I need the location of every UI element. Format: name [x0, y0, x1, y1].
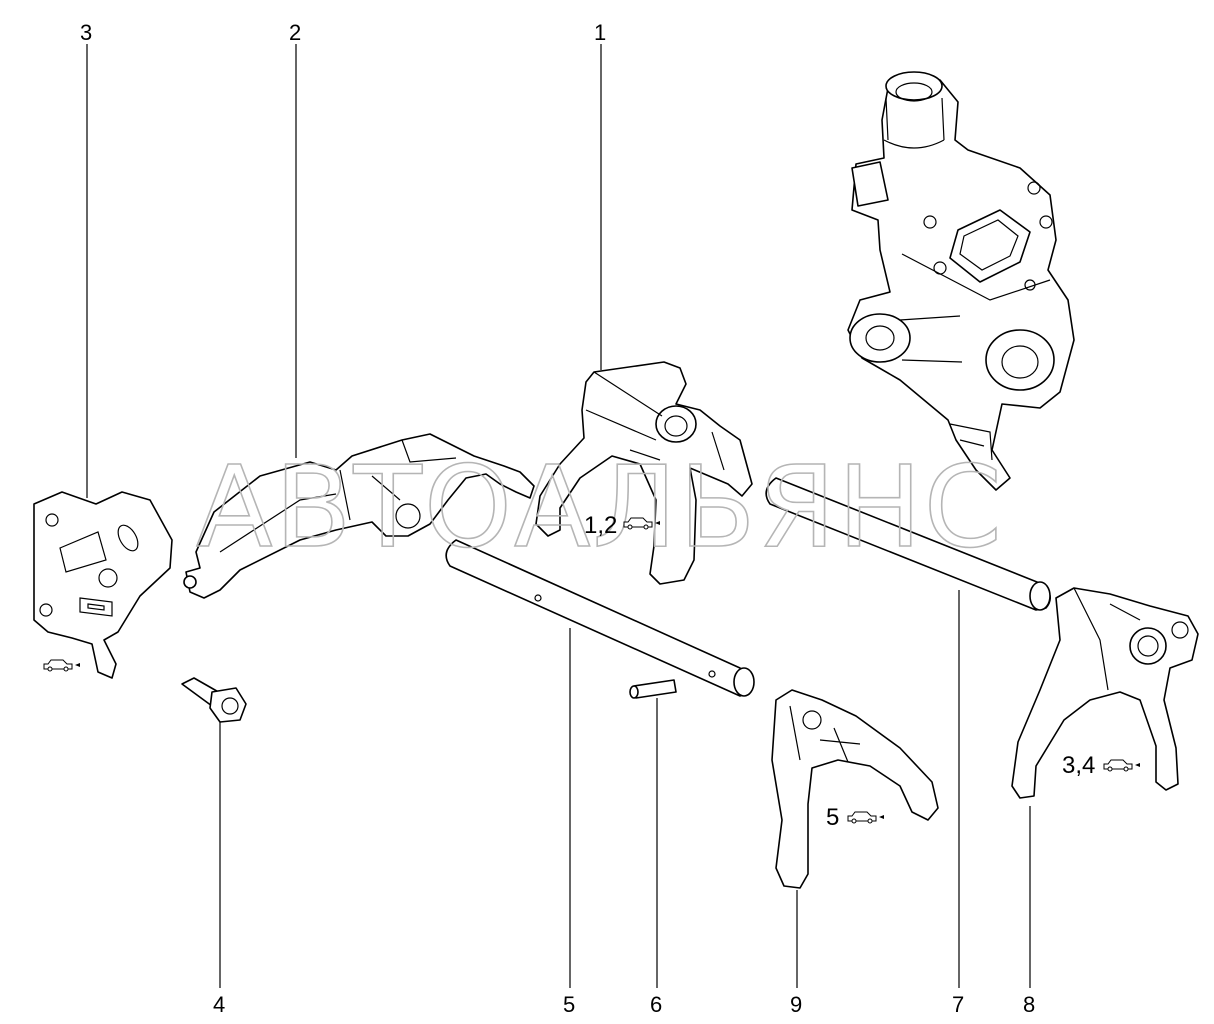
callout-3: 3 [80, 20, 92, 45]
car-front-arrow-icon [1103, 759, 1141, 772]
car-front-arrow-icon [43, 659, 81, 672]
part-3-bracket [33, 491, 173, 679]
part-8-fork-3-4 [1011, 587, 1199, 799]
callout-8: 8 [1023, 992, 1035, 1017]
callout-4: 4 [213, 992, 225, 1017]
part-2-selector-lever [183, 433, 535, 599]
part-5-shaft [445, 539, 755, 697]
leader-lines [86, 44, 1031, 988]
gear-label-1-2: 1,2 [584, 512, 617, 539]
callout-9: 9 [790, 992, 802, 1017]
callout-5: 5 [563, 992, 575, 1017]
part-1-fork-1-2 [535, 361, 753, 585]
gear-label-3-4: 3,4 [1062, 752, 1095, 779]
part-9-fork-5 [771, 689, 939, 889]
part-7-shaft [765, 477, 1051, 611]
part-6-pin [629, 679, 677, 699]
part-4-bolt [181, 677, 247, 723]
gearbox-actuator-assembly [847, 71, 1075, 491]
callout-numbers: 1 2 3 4 5 6 7 8 9 [80, 20, 1035, 1017]
car-front-arrow-icon [847, 811, 885, 824]
callout-1: 1 [594, 20, 606, 45]
watermark: АВТОАЛЬЯНС [196, 443, 1004, 573]
callout-7: 7 [952, 992, 964, 1017]
callout-2: 2 [289, 20, 301, 45]
gear-label-5: 5 [826, 804, 839, 831]
callout-6: 6 [650, 992, 662, 1017]
